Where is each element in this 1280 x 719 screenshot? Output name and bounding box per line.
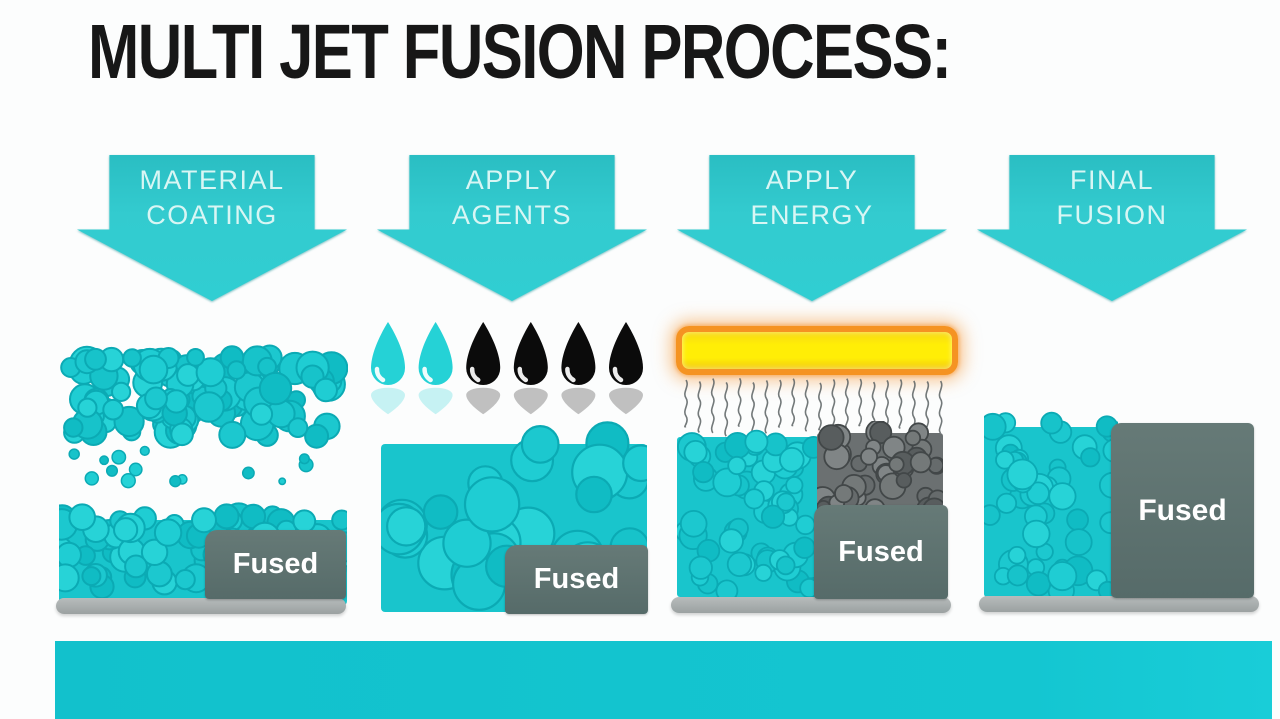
- droplet-reflection: [609, 387, 643, 415]
- step-arrow-apply-agents: APPLY AGENTS: [377, 155, 647, 301]
- droplet-reflection: [466, 387, 501, 415]
- heat-lamp-icon: [676, 326, 958, 375]
- fused-block: Fused: [814, 505, 948, 599]
- page-title: MULTI JET FUSION PROCESS:: [88, 9, 952, 95]
- step-label-line: APPLY: [465, 165, 559, 195]
- droplet-icon-cyan: [418, 322, 453, 385]
- droplet-reflection: [371, 387, 405, 415]
- step-label-line: AGENTS: [451, 200, 573, 230]
- fused-block: Fused: [505, 545, 648, 614]
- powder-bed-illustration: [984, 411, 1118, 597]
- droplet-icon-black: [513, 322, 548, 385]
- powder-bed-fusing-illustration: [677, 421, 943, 597]
- build-platform: [979, 596, 1259, 612]
- step-label-line: FUSION: [1056, 200, 1168, 230]
- step-label-line: COATING: [146, 200, 278, 230]
- droplet-icon-cyan: [371, 322, 405, 385]
- fused-block: Fused: [1111, 423, 1254, 598]
- heat-waves-icon: [684, 377, 943, 437]
- agent-droplets-icons: [371, 322, 643, 415]
- droplet-icon-black: [609, 322, 643, 385]
- fused-label: Fused: [838, 535, 924, 568]
- droplet-reflection: [418, 387, 453, 415]
- droplet-icon-black: [466, 322, 501, 385]
- step-arrow-material-coating: MATERIAL COATING: [77, 155, 347, 301]
- droplet-reflection: [561, 387, 596, 415]
- fused-label: Fused: [232, 548, 319, 580]
- step-arrow-apply-energy: APPLY ENERGY: [677, 155, 947, 301]
- step-label-line: ENERGY: [750, 200, 874, 230]
- step-label-line: FINAL: [1069, 165, 1155, 195]
- step-label-line: MATERIAL: [139, 165, 285, 195]
- droplet-icon-black: [561, 322, 596, 385]
- step-label-line: APPLY: [765, 165, 859, 195]
- bottom-accent-bar: [55, 641, 1272, 719]
- build-platform: [56, 598, 346, 614]
- fused-block: Fused: [205, 530, 346, 599]
- step-arrow-final-fusion: FINAL FUSION: [977, 155, 1247, 301]
- fused-label: Fused: [533, 563, 620, 595]
- droplet-reflection: [513, 387, 548, 415]
- build-platform: [671, 597, 951, 613]
- fused-label: Fused: [1138, 493, 1227, 527]
- powder-spread-cloud-illustration: [60, 344, 348, 489]
